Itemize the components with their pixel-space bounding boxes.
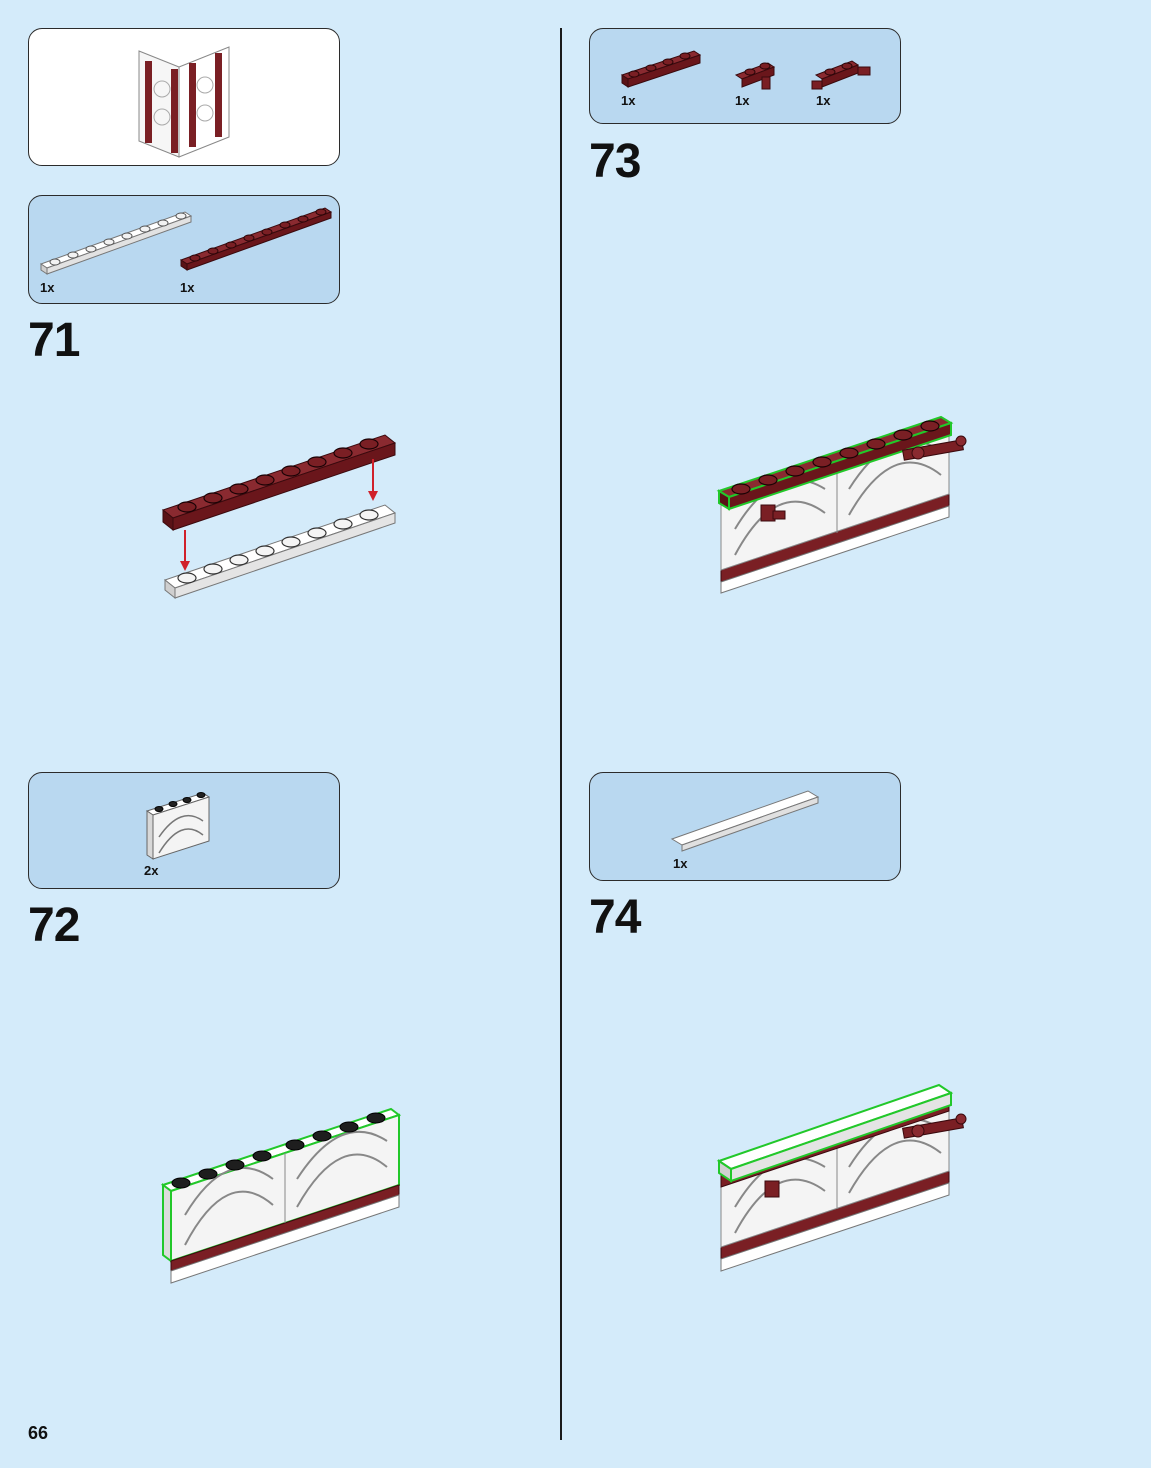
parts-list-74: 1x [589,772,901,881]
step-number-73: 73 [589,135,641,188]
page-number: 66 [28,1423,49,1443]
parts-list-72: 2x [28,772,340,889]
submodel-preview-box [28,28,340,166]
part-white-tile-1x8 [670,790,820,852]
step-74-illustration [716,1083,967,1272]
column-divider [560,28,562,1440]
parts-list-73: 1x 1x 1x [589,28,901,124]
step-number-72: 72 [28,899,80,952]
step-number-74: 74 [589,891,641,944]
part-darkred-plate-bar-holders [811,60,871,90]
submodel-preview-image [138,46,230,158]
part-darkred-plate-1x4 [620,50,702,88]
part-qty-73-3: 1x [816,93,831,108]
step-72-illustration [160,1107,402,1284]
part-qty-71-2: 1x [180,280,195,295]
part-qty-71-1: 1x [40,280,55,295]
step-number-71: 71 [28,314,80,367]
part-qty-73-2: 1x [735,93,750,108]
part-white-plate-1x8 [39,211,193,275]
step-71-illustration [161,434,397,600]
part-qty-74-1: 1x [673,856,688,871]
parts-list-71: 1x 1x [28,195,340,304]
part-qty-72-1: 2x [144,863,159,878]
part-darkred-plate-clip [734,62,776,90]
step-73-illustration [716,415,967,594]
part-darkred-plate-1x8 [179,207,333,271]
part-qty-73-1: 1x [621,93,636,108]
part-white-fence [145,792,211,860]
